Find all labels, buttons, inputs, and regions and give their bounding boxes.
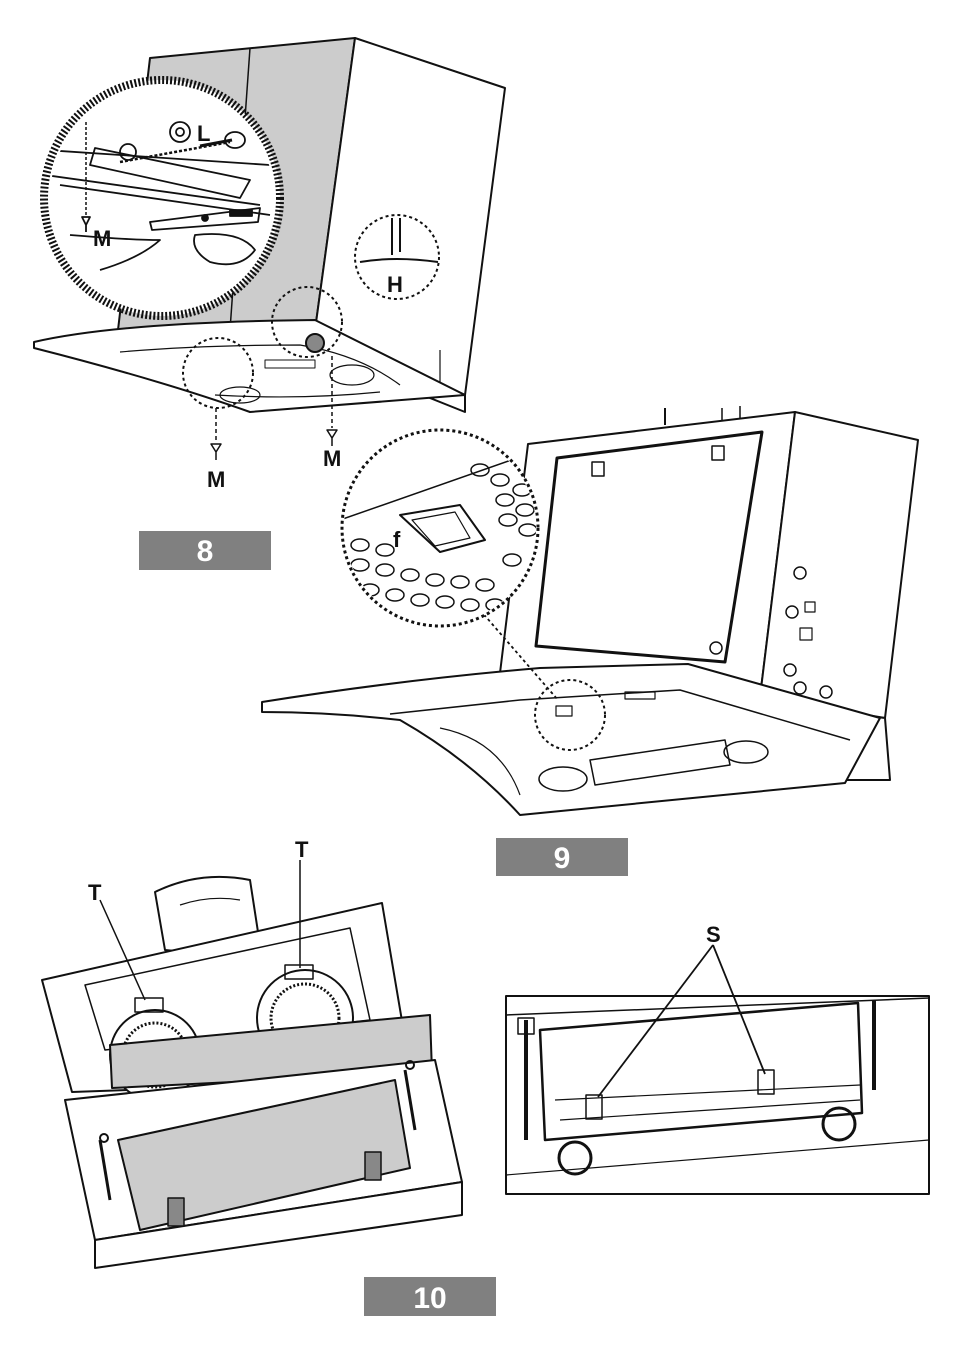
callout-m-left: M <box>207 467 225 492</box>
callout-f: f <box>393 527 401 552</box>
figure-9-number: 9 <box>554 842 571 875</box>
figure-8-badge: 8 <box>139 531 271 570</box>
figure-9-badge: 9 <box>496 838 628 876</box>
figure-10-number: 10 <box>413 1282 446 1315</box>
figure-8-number: 8 <box>197 535 214 568</box>
callout-s: S <box>706 922 721 947</box>
callout-m-zoom: M <box>93 226 111 251</box>
callout-t-right: T <box>295 837 309 862</box>
figure-10-illustration-left <box>42 860 462 1268</box>
figure-10-badge: 10 <box>364 1277 496 1316</box>
callout-t-left: T <box>88 880 102 905</box>
callout-l: L <box>197 121 210 146</box>
callout-h: H <box>387 272 403 297</box>
callout-m-right: M <box>323 446 341 471</box>
figure-9-illustration <box>262 406 918 815</box>
figure-10-illustration-right <box>506 945 929 1194</box>
